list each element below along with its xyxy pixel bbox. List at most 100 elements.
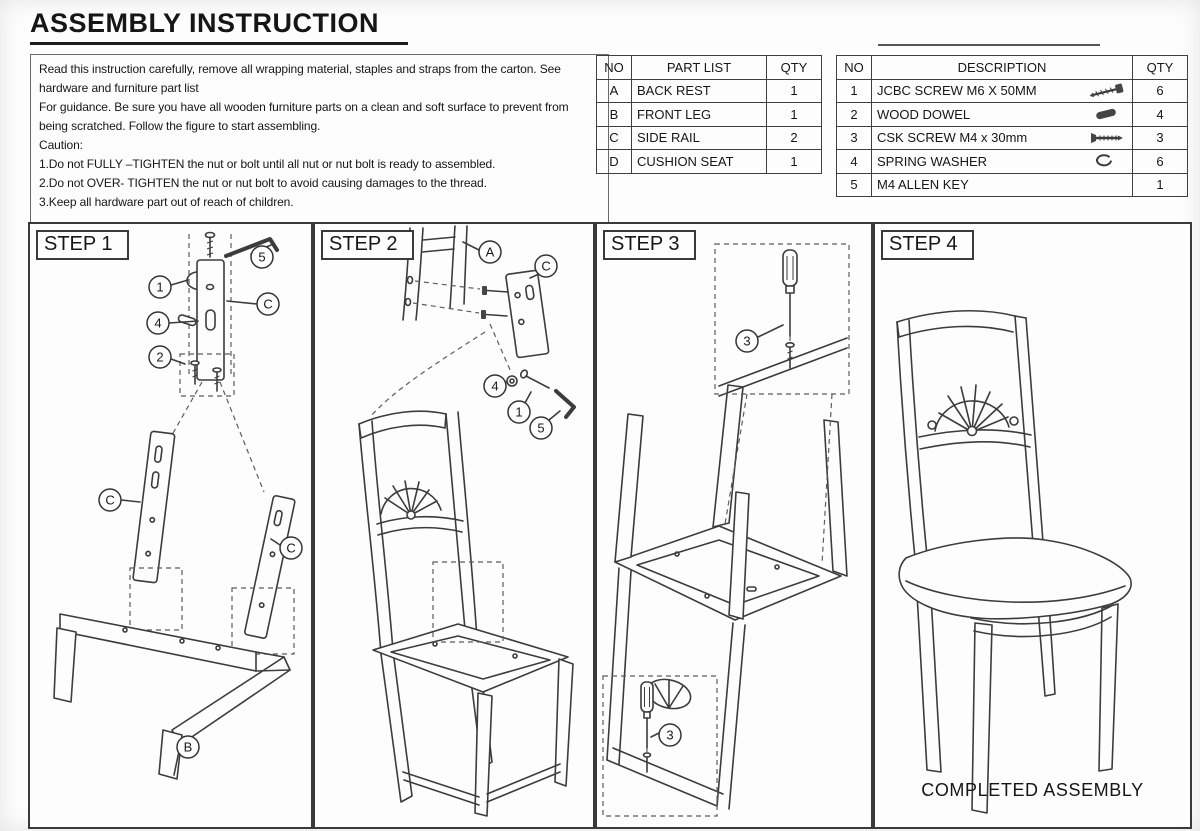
svg-text:A: A bbox=[486, 245, 495, 260]
spring-washer-icon bbox=[506, 375, 518, 387]
step-label: STEP 2 bbox=[321, 230, 414, 260]
step4-diagram bbox=[896, 309, 1132, 814]
part-name: FRONT LEG bbox=[631, 102, 767, 127]
step2-diagram: A C 4 1 5 bbox=[358, 225, 576, 817]
table-row: C SIDE RAIL 2 bbox=[596, 125, 822, 150]
callout: 4 bbox=[146, 311, 170, 335]
table-row: 4 SPRING WASHER 6 bbox=[836, 149, 1188, 174]
hardware-desc-text: M4 ALLEN KEY bbox=[877, 177, 969, 193]
completed-chair-diagram bbox=[896, 309, 1132, 814]
table-row: 5 M4 ALLEN KEY 1 bbox=[836, 172, 1188, 197]
dowel-icon bbox=[177, 314, 197, 327]
column-header: QTY bbox=[1132, 55, 1188, 80]
jcbc-screw-icon bbox=[1089, 83, 1124, 98]
screw-icon bbox=[204, 231, 216, 258]
note-line: 2.Do not OVER- TIGHTEN the nut or nut bo… bbox=[39, 176, 487, 190]
completed-assembly-caption: COMPLETED ASSEMBLY bbox=[921, 780, 1144, 800]
callout: C bbox=[98, 488, 122, 512]
table-row: A BACK REST 1 bbox=[596, 78, 822, 103]
hardware-qty: 6 bbox=[1132, 78, 1188, 103]
allen-key-icon bbox=[224, 237, 279, 258]
column-header: NO bbox=[596, 55, 632, 80]
seat-frame bbox=[614, 525, 842, 621]
side-rail-part bbox=[244, 495, 296, 639]
screwdriver-icon bbox=[640, 681, 654, 749]
table-row: D CUSHION SEAT 1 bbox=[596, 149, 822, 174]
hardware-desc-text: CSK SCREW M4 x 30mm bbox=[877, 130, 1028, 146]
step-label: STEP 1 bbox=[36, 230, 129, 260]
screw-icon bbox=[190, 360, 200, 385]
svg-text:3: 3 bbox=[666, 728, 673, 743]
part-qty: 1 bbox=[766, 102, 822, 127]
hardware-qty: 3 bbox=[1132, 125, 1188, 150]
svg-text:C: C bbox=[263, 297, 272, 312]
step1-panel: 5 1 4 2 C C C B STEP 1 bbox=[28, 222, 313, 829]
part-list-table: NO PART LIST QTY A BACK REST 1 B FRONT L… bbox=[596, 55, 822, 174]
table-row: 1 JCBC SCREW M6 X 50MM bbox=[836, 78, 1188, 103]
step-label: STEP 3 bbox=[603, 230, 696, 260]
svg-text:1: 1 bbox=[515, 405, 522, 420]
wood-dowel-icon bbox=[1096, 109, 1116, 120]
side-rail-part bbox=[132, 430, 176, 584]
screw-icon bbox=[481, 310, 508, 319]
svg-text:1: 1 bbox=[156, 280, 163, 295]
callout: 3 bbox=[735, 329, 759, 353]
screw-icon bbox=[482, 286, 509, 295]
hardware-table: NO DESCRIPTION QTY 1 JCBC SCREW M6 X 50M… bbox=[836, 55, 1188, 197]
step1-diagram: 5 1 4 2 C C C B bbox=[53, 231, 303, 780]
part-no: D bbox=[596, 149, 632, 174]
allen-key-icon bbox=[554, 389, 576, 419]
hardware-desc-text: SPRING WASHER bbox=[877, 153, 988, 169]
step3-panel: 3 3 STEP 3 bbox=[595, 222, 873, 829]
spring-washer-icon bbox=[1096, 154, 1112, 167]
table-header-row: NO PART LIST QTY bbox=[596, 55, 822, 80]
step2-panel: A C 4 1 5 STEP 2 bbox=[313, 222, 595, 829]
screwdriver-icon bbox=[782, 249, 798, 337]
callout: C bbox=[534, 254, 558, 278]
hardware-desc-text: WOOD DOWEL bbox=[877, 106, 971, 122]
page-title-text: ASSEMBLY INSTRUCTION bbox=[30, 8, 380, 38]
part-name: CUSHION SEAT bbox=[631, 149, 767, 174]
part-no: C bbox=[596, 125, 632, 150]
column-header: QTY bbox=[766, 55, 822, 80]
table-header-row: NO DESCRIPTION QTY bbox=[836, 55, 1188, 80]
step3-diagram: 3 3 bbox=[602, 243, 850, 817]
screw-icon bbox=[519, 369, 550, 389]
hardware-no: 2 bbox=[836, 102, 872, 127]
part-qty: 1 bbox=[766, 78, 822, 103]
note-line: For guidance. Be sure you have all woode… bbox=[39, 100, 569, 114]
note-line: hardware and furniture part list bbox=[39, 81, 199, 95]
callout: 1 bbox=[148, 275, 172, 299]
callout: C bbox=[279, 536, 303, 560]
note-line: being scratched. Follow the figure to st… bbox=[39, 119, 321, 133]
hardware-no: 3 bbox=[836, 125, 872, 150]
svg-text:5: 5 bbox=[258, 250, 265, 265]
screw-icon bbox=[212, 367, 222, 392]
svg-text:C: C bbox=[105, 493, 114, 508]
hardware-desc: CSK SCREW M4 x 30mm bbox=[871, 125, 1133, 150]
note-line: Read this instruction carefully, remove … bbox=[39, 62, 561, 76]
part-no: A bbox=[596, 78, 632, 103]
hardware-qty: 1 bbox=[1132, 172, 1188, 197]
part-qty: 2 bbox=[766, 125, 822, 150]
svg-text:5: 5 bbox=[537, 421, 544, 436]
step4-panel: STEP 4 COMPLETED ASSEMBLY bbox=[873, 222, 1192, 829]
chair-diagram bbox=[358, 410, 574, 817]
backrest-stile-part bbox=[196, 259, 225, 381]
table-row: 2 WOOD DOWEL 4 bbox=[836, 102, 1188, 127]
hardware-no: 5 bbox=[836, 172, 872, 197]
step-label: STEP 4 bbox=[881, 230, 974, 260]
callout: 1 bbox=[507, 400, 531, 424]
hardware-desc: SPRING WASHER bbox=[871, 149, 1133, 174]
page-title: ASSEMBLY INSTRUCTION bbox=[30, 8, 408, 45]
table-row: 3 CSK SCREW M4 x 30mm 3 bbox=[836, 125, 1188, 150]
screw-icon bbox=[785, 342, 795, 369]
side-rail-detail bbox=[505, 269, 550, 359]
callout: 4 bbox=[483, 374, 507, 398]
hardware-desc: JCBC SCREW M6 X 50MM bbox=[871, 78, 1133, 103]
front-leg-part bbox=[53, 613, 291, 780]
hardware-qty: 4 bbox=[1132, 102, 1188, 127]
seat-cushion bbox=[898, 537, 1132, 620]
column-header: DESCRIPTION bbox=[871, 55, 1133, 80]
table-row: B FRONT LEG 1 bbox=[596, 102, 822, 127]
